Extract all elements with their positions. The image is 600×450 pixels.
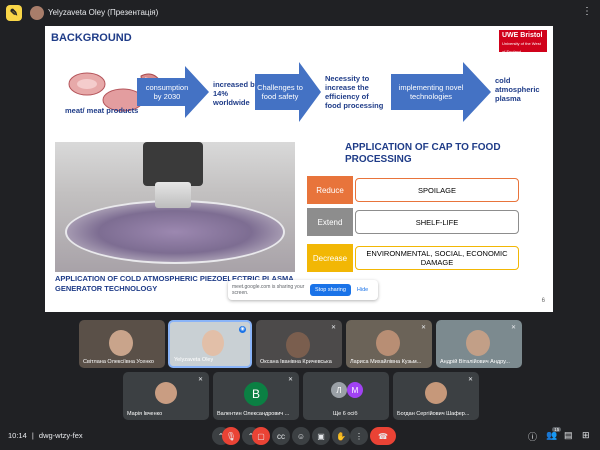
people-icon[interactable]: 👥 15 <box>546 427 562 440</box>
participant-name: Оксана Іванівна Кричевська <box>260 359 332 365</box>
mic-toggle-icon[interactable]: 🎙 <box>222 427 240 445</box>
participant-tile[interactable]: ✕ Оксана Іванівна Кричевська <box>256 320 342 368</box>
participant-name: Світлана Олексіївна Усенко <box>83 359 154 365</box>
share-text: meet.google.com is sharing your screen. <box>232 284 305 296</box>
clock: 10:14 <box>8 431 27 440</box>
hide-button[interactable]: Hide <box>356 287 369 293</box>
mic-off-icon: ✕ <box>511 325 517 331</box>
cap-box: SPOILAGE <box>355 178 519 202</box>
end-call-button[interactable]: ☎ <box>370 427 396 445</box>
arrow-challenges <box>255 62 321 122</box>
meeting-info: 10:14 | dwg-wtzy-fex <box>8 431 83 440</box>
meat-label: meat/ meat products <box>65 106 139 115</box>
more-icon[interactable]: ⋮ <box>350 427 368 445</box>
present-icon[interactable]: ▣ <box>312 427 330 445</box>
participant-avatar: Л <box>331 382 347 398</box>
participant-name: Андрій Віталійович Андру... <box>440 359 510 365</box>
cap-label: Decrease <box>307 244 353 272</box>
meeting-code[interactable]: dwg-wtzy-fex <box>38 431 83 440</box>
participant-tile[interactable]: B ✕ Валентин Олександрович ... <box>213 372 299 420</box>
cap-row-decrease: Decrease ENVIRONMENTAL, SOCIAL, ECONOMIC… <box>307 244 519 272</box>
participant-tile-speaking[interactable]: ◉ Yelyzaveta Oley <box>168 320 252 368</box>
participant-name: Yelyzaveta Oley <box>174 357 214 363</box>
participant-name: Марія Івченко <box>127 411 163 417</box>
participant-name: Валентин Олександрович ... <box>217 411 290 417</box>
control-bar: 10:14 | dwg-wtzy-fex ⌃ 🎙 ⌃ ▢ cc ☺ ▣ ✋ ⋮ … <box>0 424 600 450</box>
top-bar: ✎ Yelyzaveta Oley (Презентація) ⋮ <box>0 0 600 26</box>
participant-tile[interactable]: ✕ Лариса Михайлівна Кузьм... <box>346 320 432 368</box>
others-count: Ще 6 осіб <box>333 411 358 417</box>
participant-avatar: B <box>244 382 268 406</box>
activities-icon[interactable]: ⊞ <box>582 430 590 440</box>
participant-name: Богдан Сергійович Шафер... <box>397 411 470 417</box>
raise-hand-icon[interactable]: ✋ <box>332 427 350 445</box>
mic-off-icon: ✕ <box>468 377 474 383</box>
probe-tip <box>155 182 191 208</box>
arrow-consumption <box>137 66 209 118</box>
chat-icon[interactable]: ▤ <box>564 430 573 440</box>
slide-title: BACKGROUND <box>51 32 132 44</box>
participant-tile[interactable]: ✕ Марія Івченко <box>123 372 209 420</box>
speaking-icon: ◉ <box>239 326 246 333</box>
need-text: Necessity to increase the efficiency of … <box>325 74 384 110</box>
cap-label: Reduce <box>307 176 353 204</box>
photo-caption: APPLICATION OF COLD ATMOSPHERIC PIEZOELE… <box>55 274 294 293</box>
arrow2-text: Challenges to food safety <box>257 83 303 101</box>
cap-row-reduce: Reduce SPOILAGE <box>307 176 519 204</box>
arrow3-text: implementing novel technologies <box>398 83 464 101</box>
mic-off-icon: ✕ <box>331 325 337 331</box>
stat-text: increased by 14% worldwide <box>213 80 259 107</box>
people-count-badge: 15 <box>552 427 562 432</box>
arrow1-text: consumption by 2030 <box>145 83 189 101</box>
goal-text: cold atmospheric plasma <box>495 76 540 103</box>
cap-box: ENVIRONMENTAL, SOCIAL, ECONOMIC DAMAGE <box>355 246 519 270</box>
participant-tile[interactable]: Світлана Олексіївна Усенко <box>79 320 165 368</box>
participant-avatar: М <box>347 382 363 398</box>
stop-sharing-button[interactable]: Stop sharing <box>310 284 351 296</box>
mic-off-icon: ✕ <box>288 377 294 383</box>
participant-tile[interactable]: ✕ Богдан Сергійович Шафер... <box>393 372 479 420</box>
slide-number: 6 <box>541 298 545 304</box>
emoji-icon[interactable]: ☺ <box>292 427 310 445</box>
mic-off-icon: ✕ <box>421 325 427 331</box>
plasma-probe <box>143 142 203 186</box>
cap-row-extend: Extend SHELF-LIFE <box>307 208 519 236</box>
camera-toggle-icon[interactable]: ▢ <box>252 427 270 445</box>
captions-icon[interactable]: cc <box>272 427 290 445</box>
info-icon[interactable]: ⓘ <box>528 432 538 442</box>
arrow-novel-tech <box>391 62 491 122</box>
participant-name: Лариса Михайлівна Кузьм... <box>350 359 422 365</box>
others-tile[interactable]: Л М Ще 6 осіб <box>303 372 389 420</box>
mic-off-icon: ✕ <box>198 377 204 383</box>
presenter-label: Yelyzaveta Oley (Презентація) <box>48 8 159 17</box>
presenter-avatar <box>30 6 44 20</box>
pin-icon[interactable]: ✎ <box>6 5 22 21</box>
participant-tile[interactable]: ✕ Андрій Віталійович Андру... <box>436 320 522 368</box>
sharing-toast: meet.google.com is sharing your screen. … <box>228 280 378 300</box>
petri-dish <box>65 200 285 264</box>
more-options-icon[interactable]: ⋮ <box>582 6 592 17</box>
cap-title: APPLICATION OF CAP TO FOOD PROCESSING <box>345 142 501 165</box>
cap-label: Extend <box>307 208 353 236</box>
plasma-device-photo <box>55 142 295 272</box>
cap-box: SHELF-LIFE <box>355 210 519 234</box>
